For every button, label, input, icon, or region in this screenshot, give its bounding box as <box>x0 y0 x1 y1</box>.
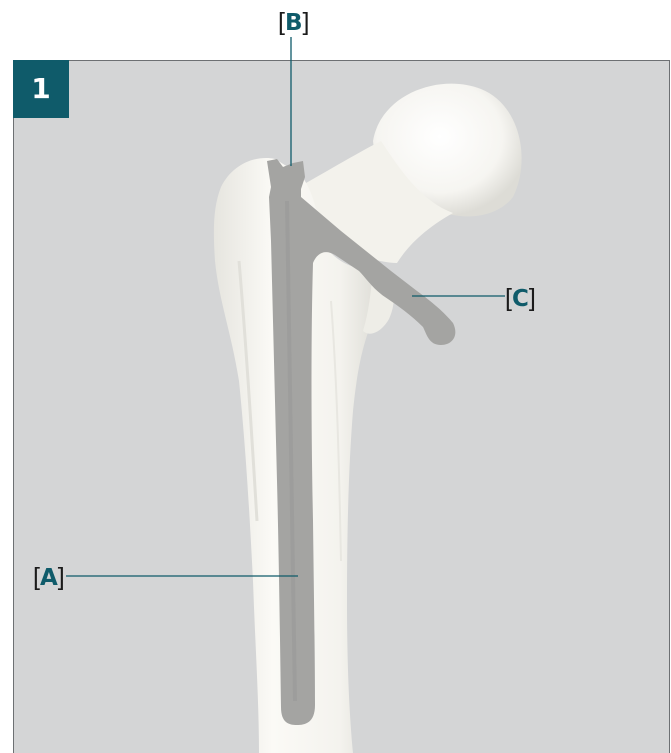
callout-label-b: [B] <box>278 8 309 37</box>
callout-c-close: ] <box>529 284 536 312</box>
callout-a-open: [ <box>33 563 40 591</box>
callout-c-letter: C <box>512 286 529 312</box>
callout-a-letter: A <box>40 565 58 591</box>
callout-label-a: [A] <box>33 563 65 592</box>
callout-b-close: ] <box>302 8 309 36</box>
callout-a-close: ] <box>58 563 65 591</box>
callout-b-letter: B <box>285 10 303 36</box>
figure-number-badge: 1 <box>13 60 69 118</box>
callout-c-open: [ <box>505 284 512 312</box>
callout-b-open: [ <box>278 8 285 36</box>
callout-label-c: [C] <box>505 284 536 313</box>
